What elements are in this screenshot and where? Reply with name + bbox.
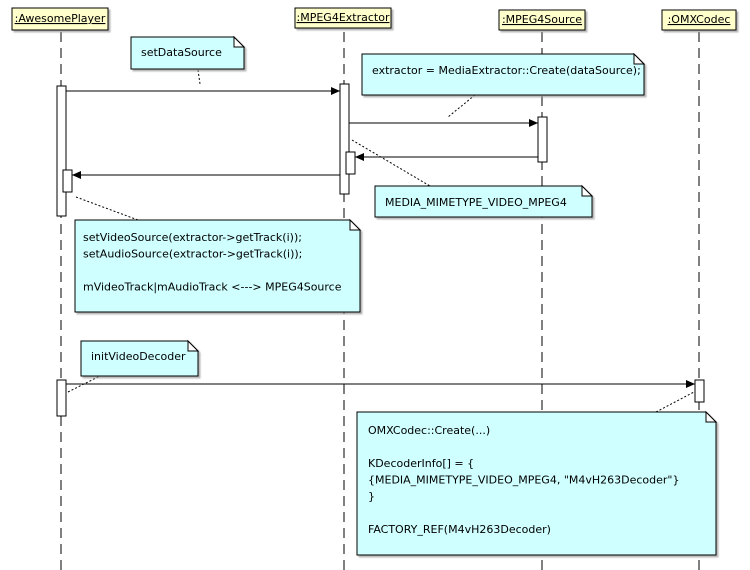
note-link-init-decoder: [67, 375, 101, 393]
note-line: setVideoSource(extractor->getTrack(i));: [83, 231, 302, 244]
participant-mpeg4-extractor[interactable]: :MPEG4Extractor: [294, 7, 392, 29]
note-line: MEDIA_MIMETYPE_VIDEO_MPEG4: [385, 196, 567, 209]
note-line: setAudioSource(extractor->getTrack(i));: [83, 248, 302, 261]
participant-awesome-player-label: :AwesomePlayer: [15, 12, 106, 25]
note-mimetype-text: MEDIA_MIMETYPE_VIDEO_MPEG4: [385, 196, 567, 209]
activation-awesome-player-2: [62, 169, 73, 193]
note-set-tracks: setVideoSource(extractor->getTrack(i)); s…: [74, 218, 362, 313]
note-link-omx-create: [655, 391, 695, 413]
note-omx-create: OMXCodec::Create(...) KDecoderInfo[] = {…: [356, 410, 718, 556]
participant-mpeg4-extractor-label: :MPEG4Extractor: [297, 11, 390, 24]
note-init-decoder-text: initVideoDecoder: [91, 350, 186, 363]
activation-mpeg4-source: [537, 116, 548, 163]
note-line: [368, 507, 372, 520]
note-line: OMXCodec::Create(...): [368, 424, 490, 437]
note-link-create-extractor: [447, 94, 476, 118]
note-create-extractor: extractor = MediaExtractor::Create(dataS…: [361, 52, 646, 96]
note-link-mimetype: [351, 139, 431, 187]
note-line: mVideoTrack|mAudioTrack <---> MPEG4Sourc…: [83, 281, 342, 294]
note-init-decoder: initVideoDecoder: [80, 339, 200, 377]
note-mimetype: MEDIA_MIMETYPE_VIDEO_MPEG4: [374, 184, 594, 218]
activation-awesome-player-3: [56, 379, 67, 417]
note-link-set-data-source: [197, 69, 201, 85]
note-set-tracks-text: setVideoSource(extractor->getTrack(i)); s…: [83, 231, 342, 294]
note-line: }: [368, 490, 375, 503]
participant-mpeg4-source[interactable]: :MPEG4Source: [498, 9, 586, 31]
participant-mpeg4-source-label: :MPEG4Source: [502, 13, 582, 26]
note-line: initVideoDecoder: [91, 350, 186, 363]
activation-mpeg4-extractor-1: [339, 83, 350, 195]
note-set-data-source-text: setDataSource: [141, 46, 222, 59]
note-create-extractor-text: extractor = MediaExtractor::Create(dataS…: [372, 64, 641, 77]
activation-awesome-player-1: [56, 85, 67, 217]
note-line: [83, 264, 87, 277]
note-line: extractor = MediaExtractor::Create(dataS…: [372, 64, 641, 77]
note-line: [368, 441, 372, 454]
participant-omx-codec-label: :OMXCodec: [668, 13, 731, 26]
note-set-data-source: setDataSource: [130, 35, 246, 70]
note-omx-create-text: OMXCodec::Create(...) KDecoderInfo[] = {…: [368, 424, 680, 536]
activation-mpeg4-extractor-2: [345, 151, 356, 175]
note-line: KDecoderInfo[] = {: [368, 457, 474, 470]
activation-omx-codec: [694, 379, 705, 403]
note-line: setDataSource: [141, 46, 222, 59]
note-line: {MEDIA_MIMETYPE_VIDEO_MPEG4, "M4vH263Dec…: [368, 474, 680, 487]
participant-awesome-player[interactable]: :AwesomePlayer: [11, 7, 109, 31]
participant-omx-codec[interactable]: :OMXCodec: [661, 9, 737, 31]
note-link-set-tracks: [75, 196, 139, 221]
note-line: FACTORY_REF(M4vH263Decoder): [368, 523, 551, 536]
